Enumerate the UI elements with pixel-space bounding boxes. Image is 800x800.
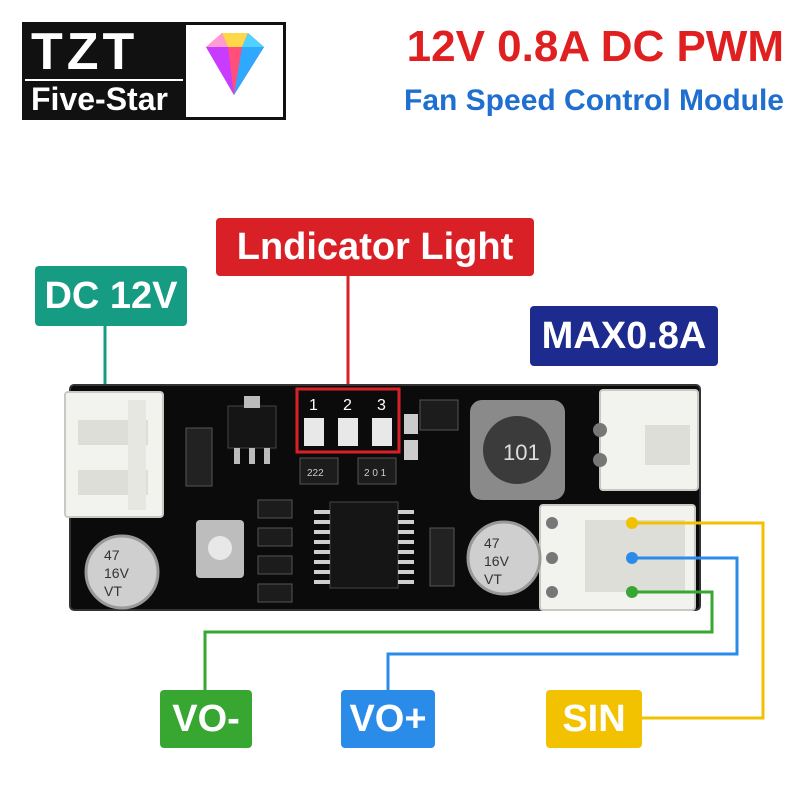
svg-text:VT: VT bbox=[104, 583, 122, 599]
left-connector bbox=[64, 391, 164, 518]
product-subtitle: Fan Speed Control Module bbox=[404, 84, 784, 117]
indicator-box bbox=[295, 387, 401, 454]
svg-text:3: 3 bbox=[377, 397, 386, 414]
svg-text:47: 47 bbox=[104, 547, 120, 563]
brand-logo: TZT Five-Star bbox=[22, 22, 186, 120]
diode-right bbox=[429, 527, 455, 587]
transistor bbox=[419, 399, 459, 431]
sin-wire bbox=[632, 521, 765, 720]
svg-text:VT: VT bbox=[484, 571, 502, 587]
svg-text:222: 222 bbox=[307, 468, 324, 479]
capacitor-right bbox=[466, 520, 542, 596]
led-1 bbox=[304, 418, 324, 446]
svg-text:101: 101 bbox=[503, 440, 540, 465]
svg-text:2: 2 bbox=[343, 397, 352, 414]
indicator-light-label: Lndicator Light bbox=[216, 218, 534, 276]
product-title: 12V 0.8A DC PWM bbox=[406, 22, 784, 71]
max-current-label: MAX0.8A bbox=[530, 306, 718, 366]
main-ic bbox=[329, 501, 399, 589]
led-2 bbox=[338, 418, 358, 446]
diode-left bbox=[185, 427, 213, 487]
sin-label: SIN bbox=[546, 690, 642, 748]
diamond-icon bbox=[186, 22, 286, 120]
vo-plus-wire bbox=[386, 556, 739, 690]
led-3 bbox=[372, 418, 392, 446]
dc-12v-label: DC 12V bbox=[35, 266, 187, 326]
logo-brand-text: TZT bbox=[25, 25, 183, 79]
logo-subtitle: Five-Star bbox=[25, 81, 183, 117]
vo-plus-label: VO+ bbox=[341, 690, 435, 748]
svg-text:47: 47 bbox=[484, 535, 500, 551]
chip-201 bbox=[357, 457, 397, 485]
svg-text:1: 1 bbox=[309, 397, 318, 414]
capacitor-left bbox=[84, 534, 160, 610]
chip-222 bbox=[299, 457, 339, 485]
svg-text:2 0 1: 2 0 1 bbox=[364, 468, 387, 479]
svg-text:16V: 16V bbox=[104, 565, 130, 581]
vo-minus-wire bbox=[203, 590, 714, 690]
regulator bbox=[227, 405, 277, 449]
vo-minus-label: VO- bbox=[160, 690, 252, 748]
svg-text:16V: 16V bbox=[484, 553, 510, 569]
